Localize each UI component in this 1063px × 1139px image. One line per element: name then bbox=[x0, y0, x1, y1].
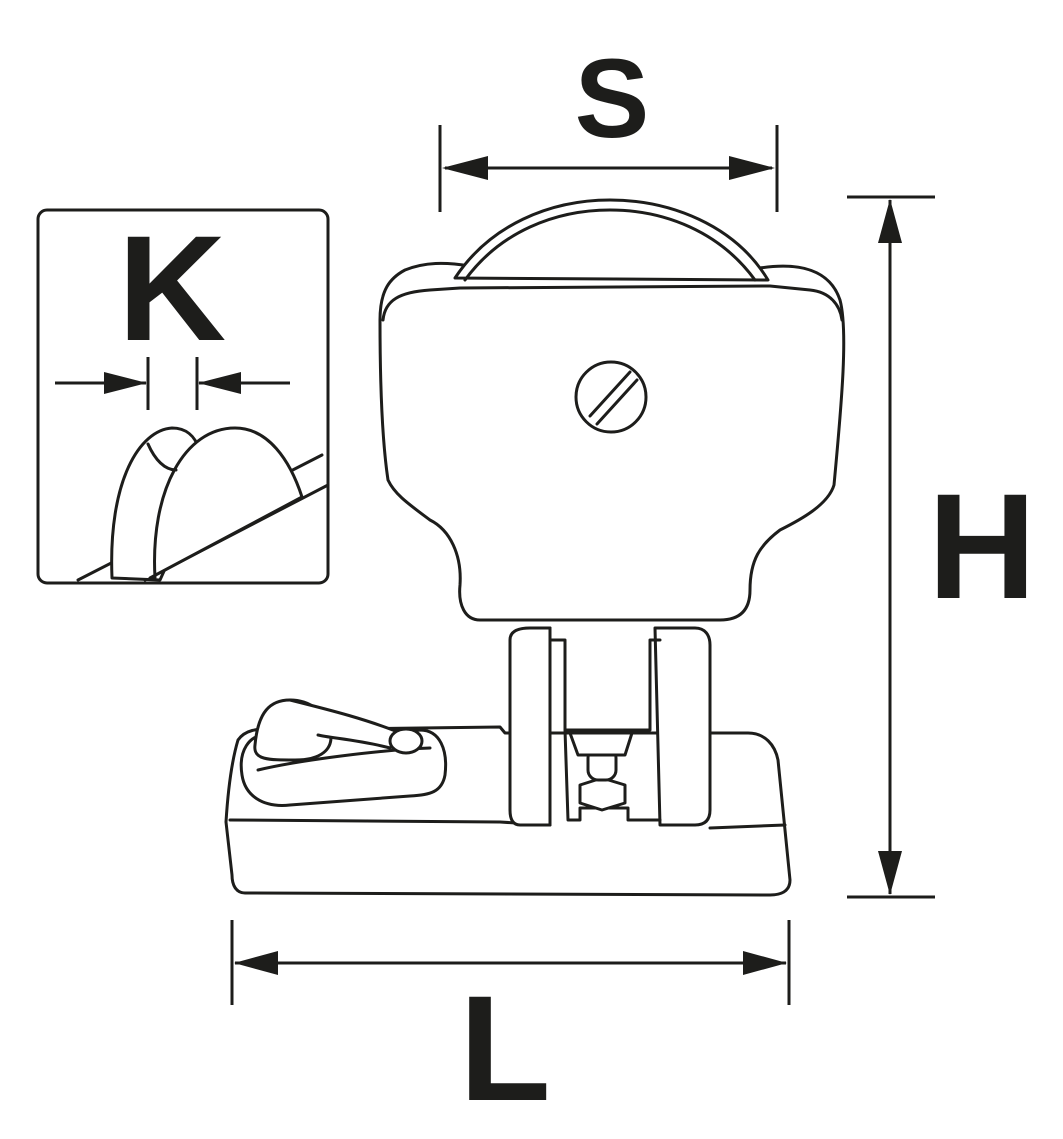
tool-drawing bbox=[224, 198, 846, 897]
dimension-l: L bbox=[230, 920, 791, 1132]
label-h: H bbox=[928, 462, 1036, 630]
adjust-nut bbox=[568, 731, 634, 812]
screw-icon bbox=[574, 360, 648, 434]
label-l: L bbox=[459, 964, 551, 1132]
dimension-s: S bbox=[438, 36, 779, 212]
label-s: S bbox=[575, 36, 650, 161]
right-post bbox=[653, 626, 712, 827]
inset-wheels bbox=[76, 426, 330, 582]
dimension-h: H bbox=[847, 195, 1036, 899]
left-post bbox=[508, 626, 552, 827]
label-k: K bbox=[118, 204, 226, 372]
cutting-wheel bbox=[453, 198, 770, 282]
wheel-head bbox=[378, 261, 846, 622]
inset-k-detail: K bbox=[36, 204, 330, 585]
